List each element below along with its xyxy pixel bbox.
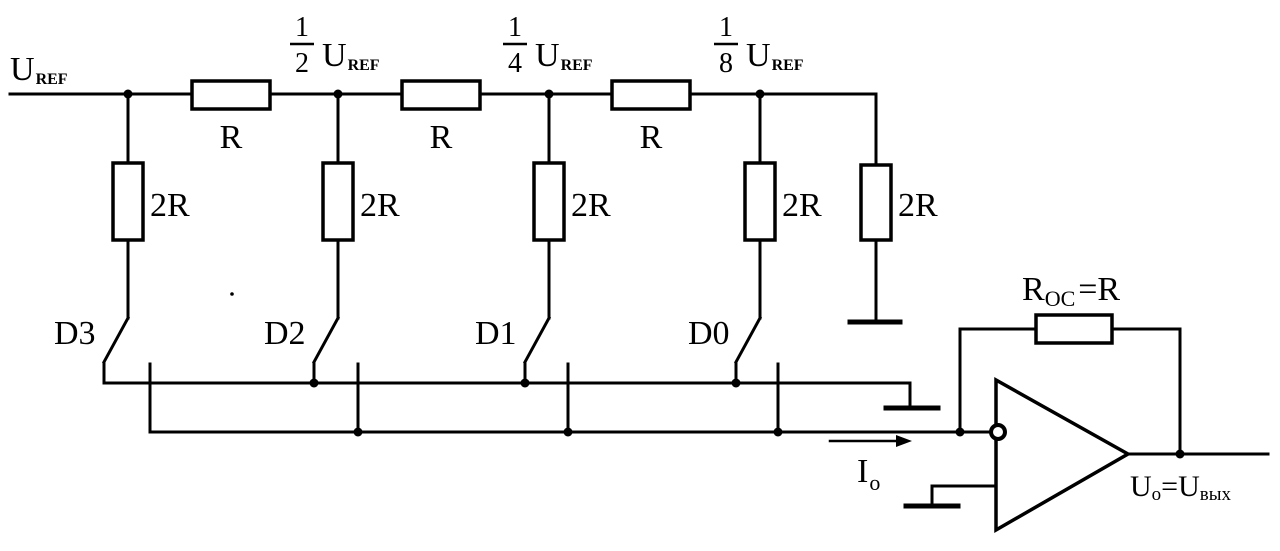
input-label: UREF <box>10 51 68 88</box>
series-resistor <box>400 79 482 111</box>
shunt-resistor <box>743 161 777 242</box>
switch-blade-d0 <box>733 315 763 365</box>
series-resistor <box>610 79 692 111</box>
shunt-resistor-label: 2R <box>571 187 611 224</box>
switch-blade-d3 <box>101 315 131 365</box>
series-resistor-label: R <box>430 119 453 156</box>
series-resistor <box>190 79 272 111</box>
fraction-numerator: 1 <box>719 12 733 43</box>
shunt-resistor-label: 2R <box>150 187 190 224</box>
junction-dot <box>731 378 741 388</box>
node-voltage-label: UREF <box>535 37 593 74</box>
shunt-resistor <box>111 161 145 242</box>
node-voltage-label: UREF <box>322 37 380 74</box>
feedback-resistor <box>1034 313 1114 345</box>
junction-dot <box>1175 449 1185 459</box>
inverting-input-node <box>989 423 1007 441</box>
junction-dot <box>544 89 554 99</box>
junction-dot <box>353 427 363 437</box>
junction-dot <box>755 89 765 99</box>
shunt-resistor-label: 2R <box>360 187 400 224</box>
op-amp-triangle <box>994 377 1132 534</box>
junction-dot <box>520 378 530 388</box>
node-label-quarter: 1 4 UREF <box>503 12 593 79</box>
shunt-resistor <box>532 161 566 242</box>
stray-dot <box>230 292 234 296</box>
shunt-resistor <box>321 161 355 242</box>
output-label: Uo=Uвых <box>1130 470 1232 505</box>
series-resistor-label: R <box>220 119 243 156</box>
shunt-resistor <box>859 163 893 242</box>
fraction-numerator: 1 <box>508 12 522 43</box>
junction-dot <box>333 89 343 99</box>
current-label: Io <box>857 453 880 495</box>
fraction-denominator: 8 <box>719 48 733 79</box>
junction-dot <box>773 427 783 437</box>
switch-label-d2: D2 <box>264 315 306 352</box>
feedback-resistor-label: ROC=R <box>1022 271 1120 311</box>
junction-dot <box>123 89 133 99</box>
node-label-half: 1 2 UREF <box>290 12 380 79</box>
node-label-eighth: 1 8 UREF <box>714 12 804 79</box>
fraction-denominator: 4 <box>508 48 522 79</box>
shunt-resistor-label: 2R <box>782 187 822 224</box>
series-resistor-label: R <box>640 119 663 156</box>
switch-blade-d2 <box>311 315 341 365</box>
junction-dot <box>955 427 965 437</box>
fraction-numerator: 1 <box>295 12 309 43</box>
current-arrow-head <box>896 435 912 447</box>
node-voltage-label: UREF <box>746 37 804 74</box>
switch-label-d1: D1 <box>475 315 517 352</box>
switch-blade-d1 <box>522 315 552 365</box>
junction-dot <box>563 427 573 437</box>
switch-label-d0: D0 <box>688 315 730 352</box>
switch-label-d3: D3 <box>54 315 96 352</box>
junction-dot <box>309 378 319 388</box>
fraction-denominator: 2 <box>295 48 309 79</box>
shunt-resistor-label: 2R <box>898 187 938 224</box>
